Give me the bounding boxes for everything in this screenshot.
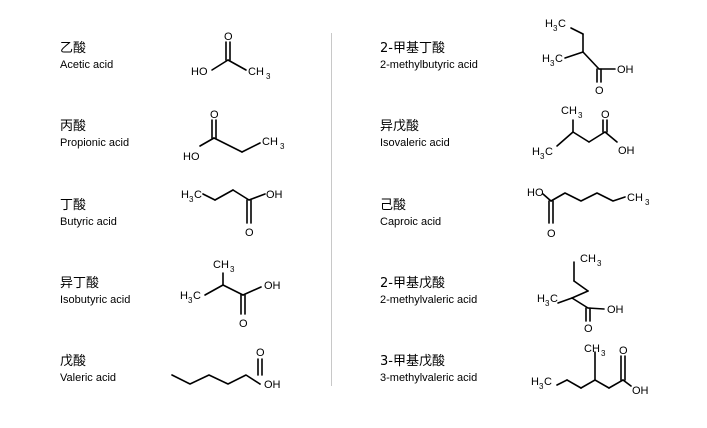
atom-label-subscript: 3 (189, 195, 194, 204)
atom-label-ch: CH (213, 259, 229, 271)
acid-name-en: Butyric acid (60, 216, 117, 228)
atom-label-c: C (558, 18, 566, 30)
acid-name-en: Caproic acid (380, 216, 442, 228)
atom-label-subscript: 3 (266, 72, 271, 81)
atom-label-c: C (193, 290, 201, 302)
acid-entry-isovaleric: 异戊酸 Isovaleric acid (380, 115, 707, 193)
acid-entry-valeric: 戊酸 Valeric acid (60, 350, 390, 428)
structure-caproic-acid: HO O CH 3 (527, 187, 650, 240)
acid-name-en: 3-methylvaleric acid (380, 372, 478, 384)
acid-name-en: Propionic acid (60, 137, 130, 149)
acid-name-zh: 2-甲基丁酸 (380, 41, 445, 56)
acid-name-en: Isobutyric acid (60, 294, 131, 306)
structure-valeric-acid: O OH (171, 347, 281, 391)
atom-label-oh: OH (607, 304, 624, 316)
atom-label-o: O (595, 85, 604, 97)
atom-label-ch: CH (262, 136, 278, 148)
atom-label-h: H (532, 146, 540, 158)
atom-label-subscript: 3 (550, 59, 555, 68)
acid-entry-acetic: 乙酸 Acetic acid (60, 37, 390, 115)
acid-name-en: 2-methylbutyric acid (380, 59, 478, 71)
structure-butyric-acid: H 3 C OH O (181, 189, 283, 239)
atom-label-c: C (545, 146, 553, 158)
acid-name-zh: 2-甲基戊酸 (380, 276, 445, 291)
atom-label-subscript: 3 (539, 382, 544, 391)
atom-label-ch: CH (580, 253, 596, 265)
atom-label-ch: CH (627, 192, 643, 204)
atom-label-o: O (256, 347, 265, 359)
structure-acetic-acid: HO O CH 3 (191, 31, 271, 81)
atom-label-subscript: 3 (553, 24, 558, 33)
structure-isobutyric-acid: CH 3 H 3 C OH O (180, 259, 281, 330)
acid-name-zh: 丙酸 (60, 119, 87, 134)
atom-label-subscript: 3 (188, 296, 193, 305)
atom-label-oh: OH (264, 280, 281, 292)
atom-label-oh: OH (632, 385, 649, 397)
atom-label-o: O (239, 318, 248, 330)
atom-label-h: H (545, 18, 553, 30)
acid-entry-propionic: 丙酸 Propionic acid (60, 115, 390, 193)
acid-entry-2-methylvaleric: 2-甲基戊酸 2-methylvaleric acid (380, 272, 707, 350)
atom-label-subscript: 3 (230, 265, 235, 274)
atom-label-ch: CH (248, 66, 264, 78)
atom-label-subscript: 3 (578, 111, 583, 120)
atom-label-ho: HO (183, 151, 200, 163)
atom-label-h: H (531, 376, 539, 388)
atom-label-oh: OH (266, 189, 283, 201)
acid-entry-caproic: 己酸 Caproic acid (380, 194, 707, 272)
acid-entry-3-methylvaleric: 3-甲基戊酸 3-methylvaleric acid (380, 350, 707, 428)
acid-name-zh: 3-甲基戊酸 (380, 354, 445, 369)
atom-label-ch: CH (561, 105, 577, 117)
atom-label-o: O (547, 228, 556, 240)
structure-isovaleric-acid: CH 3 H 3 C O OH (532, 105, 635, 161)
atom-label-oh: OH (617, 64, 634, 76)
atom-label-subscript: 3 (540, 152, 545, 161)
acid-name-zh: 戊酸 (60, 354, 87, 369)
acid-name-zh: 异戊酸 (380, 119, 420, 134)
atom-label-c: C (194, 189, 202, 201)
atom-label-o: O (584, 323, 593, 335)
atom-label-o: O (601, 109, 610, 121)
acid-name-zh: 乙酸 (60, 41, 87, 56)
atom-label-ho: HO (527, 187, 544, 199)
atom-label-c: C (555, 53, 563, 65)
acid-name-en: 2-methylvaleric acid (380, 294, 478, 306)
acid-name-en: Isovaleric acid (380, 137, 450, 149)
atom-label-ho: HO (191, 66, 208, 78)
atom-label-ch: CH (584, 343, 600, 355)
atom-label-subscript: 3 (280, 142, 285, 151)
atom-label-subscript: 3 (545, 299, 550, 308)
atom-label-c: C (550, 293, 558, 305)
acid-entry-isobutyric: 异丁酸 Isobutyric acid (60, 272, 390, 350)
atom-label-h: H (181, 189, 189, 201)
acid-name-zh: 己酸 (380, 198, 407, 213)
atom-label-oh: OH (618, 145, 635, 157)
atom-label-h: H (537, 293, 545, 305)
atom-label-o: O (224, 31, 233, 43)
atom-label-o: O (210, 109, 219, 121)
atom-label-o: O (619, 345, 628, 357)
carboxylic-acids-figure: 乙酸 Acetic acid HO O CH 3 丙酸 Propionic ac… (60, 18, 707, 397)
structure-2-methylbutyric-acid: H 3 C H 3 C O OH (542, 18, 634, 97)
structure-propionic-acid: HO O CH 3 (183, 109, 285, 163)
atom-label-h: H (180, 290, 188, 302)
atom-label-o: O (245, 227, 254, 239)
acid-name-zh: 异丁酸 (60, 276, 100, 291)
acid-name-zh: 丁酸 (60, 198, 87, 213)
acid-entry-2-methylbutyric: 2-甲基丁酸 2-methylbutyric acid (380, 37, 707, 115)
acid-entry-butyric: 丁酸 Butyric acid (60, 194, 390, 272)
atom-label-c: C (544, 376, 552, 388)
atom-label-h: H (542, 53, 550, 65)
column-divider (331, 33, 332, 386)
atom-label-subscript: 3 (597, 259, 602, 268)
structure-3-methylvalerine-acid: CH 3 H 3 C O OH (531, 343, 649, 397)
acid-name-en: Valeric acid (60, 372, 117, 384)
acid-name-en: Acetic acid (60, 59, 114, 71)
atom-label-subscript: 3 (645, 198, 650, 207)
atom-label-subscript: 3 (601, 349, 606, 358)
atom-label-oh: OH (264, 379, 281, 391)
structure-2-methylvaleric-acid: CH 3 H 3 C O OH (537, 253, 624, 335)
